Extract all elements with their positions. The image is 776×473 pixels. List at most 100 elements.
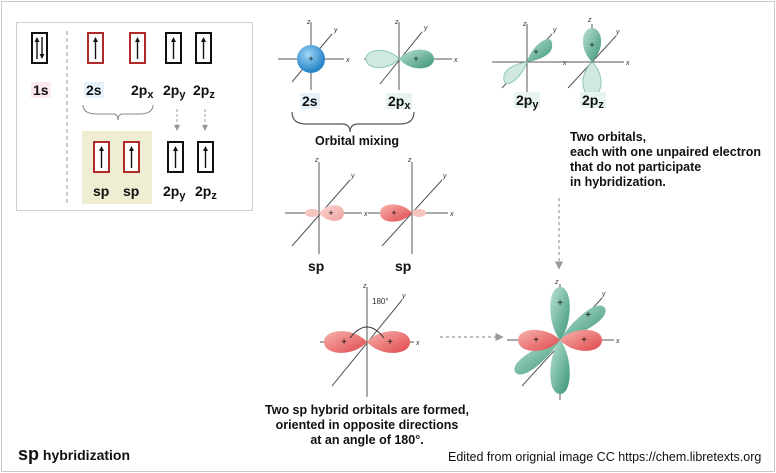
sp-large-lobe [319,205,344,221]
paired-electrons-icon [34,37,45,59]
label-subscript: z [209,89,215,101]
sp-orbital-1: + x y z [285,157,368,254]
label-text: 2p [582,92,599,108]
axis-x-label: x [345,57,350,64]
axis-x-label: x [449,211,454,218]
sign-plus: + [533,335,539,346]
electron-up-icon [203,146,208,168]
sign-plus: + [328,208,333,218]
sp-hybrid-lobe-left [324,331,367,353]
label-subscript: x [147,89,154,101]
orbital-box-2pz [195,32,212,64]
label-2s: 2s [84,82,104,98]
label-subscript: y [179,190,186,202]
pz-lobe-positive [582,28,602,62]
orbital-box-2px [129,32,146,64]
sign-plus: + [557,298,563,309]
sign-plus: + [413,54,418,64]
axis-y-label: y [552,27,557,34]
pz-lobe-negative [582,61,602,97]
title-rest: hybridization [39,447,131,463]
label-text: 2p [195,183,212,199]
orbital-box-2pz-hybrid [197,141,214,173]
label-subscript: z [598,99,604,111]
orbital-2px: + x y z [364,19,458,90]
orbital-2pz: + x y z [560,17,630,97]
axis-z-label: z [314,157,319,164]
orbital-box-2py-hybrid [167,141,184,173]
axis-z-label: z [522,21,527,28]
axis-z-label: z [407,157,412,164]
axis-x-label: x [625,60,630,67]
sign-plus: + [585,310,591,321]
electron-up-icon [93,37,98,59]
axis-y-label: y [333,27,338,34]
axis-x-label: x [415,340,420,347]
angle-arc [349,326,385,339]
title-sp: sp [18,444,40,464]
note-line: that do not participate [570,160,702,174]
label-subscript: y [532,99,539,111]
orbital-2py: + x y z [492,21,567,92]
sign-plus: + [387,337,393,348]
electron-up-icon [201,37,206,59]
axis-z-label: z [587,17,592,24]
orbital-box-1s [31,32,48,64]
note-line: Two sp hybrid orbitals are formed, [265,403,469,417]
combined-orbitals: + + + + x y z [507,279,620,400]
orbital-box-sp-2 [123,141,140,173]
sign-plus: + [589,40,594,50]
label-2pz-orbital: 2pz [580,92,606,111]
unpaired-electrons-note: Two orbitals, each with one unpaired ele… [570,130,761,190]
angle-label: 180° [372,297,389,306]
image-credit: Edited from orignial image CC https://ch… [448,450,762,464]
pz-lobe-lower [550,340,570,394]
note-line: at an angle of 180°. [310,433,424,447]
axis-z-label: z [554,279,559,286]
px-lobe-negative [365,49,400,69]
figure-title: sp hybridization [18,444,130,465]
mixing-brace [291,111,415,133]
orbital-box-sp-1 [93,141,110,173]
py-lobe-upper [560,305,606,340]
label-text: 2p [163,82,180,98]
electron-up-icon [173,146,178,168]
axis-y-label: y [442,173,447,180]
label-2pz-hybrid: 2pz [195,183,217,202]
axis-x-label: x [615,338,620,345]
electron-up-icon [129,146,134,168]
label-sp-1: sp [93,183,110,199]
label-2s-orbital: 2s [300,93,320,109]
sp-hybrid-pair: 180° + + x y z [320,283,420,397]
sign-plus: + [308,54,313,64]
hybrid-formed-note: Two sp hybrid orbitals are formed, orien… [252,403,482,448]
axis-y-label: y [601,291,606,298]
orbital-mixing-label: Orbital mixing [315,134,400,148]
sign-plus: + [391,208,396,218]
py-lobe-lower [514,340,560,375]
note-line: in hybridization. [570,175,666,189]
label-text: 2p [131,82,148,98]
py-lobe-positive [527,39,553,62]
electron-up-icon [135,37,140,59]
label-subscript: y [179,89,186,101]
sign-plus: + [581,335,587,346]
note-line: Two orbitals, [570,130,647,144]
label-2py-hybrid: 2py [163,183,186,202]
sp-hybrid-lobe-right [367,331,410,353]
label-text: 2p [388,93,405,109]
label-1s: 1s [31,82,51,98]
label-sp-2: sp [123,183,140,199]
orbital-2s: + x y z [278,19,350,90]
axis-x-label: x [562,60,567,67]
orbital-box-2s [87,32,104,64]
note-line: each with one unpaired electron [570,145,762,159]
label-text: 2s [86,82,102,98]
axis-x-label: x [453,57,458,64]
axis-y-label: y [423,25,428,32]
s-orbital-sphere [297,45,325,73]
sp-small-lobe [412,209,426,217]
label-subscript: x [404,100,411,112]
